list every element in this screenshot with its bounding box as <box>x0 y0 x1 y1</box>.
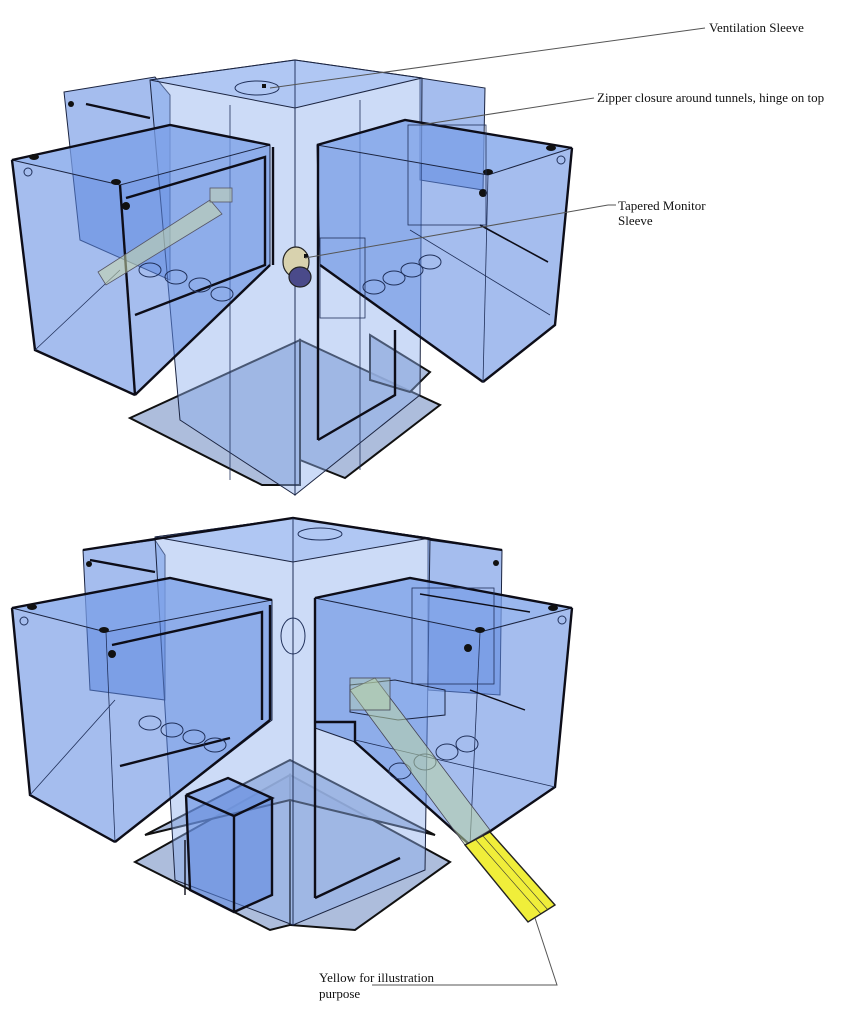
corner-hole <box>557 615 567 625</box>
bolt-icon <box>493 560 499 566</box>
vent-marker <box>262 84 266 88</box>
central-tower-top <box>149 59 423 109</box>
corner-hole <box>23 167 33 177</box>
monitor-port-outline <box>280 617 306 655</box>
floor-flap-back-right <box>369 333 432 394</box>
bolt-icon <box>68 101 74 107</box>
leader-tapered <box>304 204 609 259</box>
label-yellow-line1: Yellow for illustration <box>319 970 434 985</box>
bolt-icon <box>99 627 109 633</box>
bolt-icon <box>27 604 37 610</box>
bolt-icon <box>546 145 556 151</box>
leader-zipper <box>419 97 595 126</box>
bolt-icon <box>108 650 116 658</box>
bottom-view <box>10 516 574 986</box>
leader-ventilation <box>269 27 706 89</box>
label-tapered-monitor-line1: Tapered Monitor <box>618 198 706 213</box>
label-tapered-monitor-line2: Sleeve <box>618 213 653 228</box>
top-view <box>10 27 706 497</box>
ventilation-sleeve-opening <box>234 80 280 96</box>
bolt-icon <box>122 202 130 210</box>
bolt-icon <box>111 179 121 185</box>
yellow-tunnel <box>463 831 557 923</box>
bolt-icon <box>86 561 92 567</box>
bolt-icon <box>479 189 487 197</box>
bolt-icon <box>29 154 39 160</box>
leader-yellow <box>372 917 558 986</box>
bolt-icon <box>548 605 558 611</box>
label-zipper-closure: Zipper closure around tunnels, hinge on … <box>597 90 825 105</box>
illustration-tunnel <box>349 677 557 923</box>
glove-ports-left <box>138 262 234 302</box>
ghost-tunnel <box>97 199 223 286</box>
bolt-icon <box>464 644 472 652</box>
glove-ports-right <box>362 254 442 295</box>
inner-box <box>319 237 366 319</box>
bolt-icon <box>475 627 485 633</box>
glove-ports-left <box>138 715 227 753</box>
corner-hole <box>19 616 29 626</box>
label-yellow-line2: purpose <box>319 986 361 1001</box>
floor-flap-left <box>127 338 301 486</box>
ventilation-sleeve-opening <box>297 527 343 541</box>
bolt-icon <box>483 169 493 175</box>
corner-hole <box>556 155 566 165</box>
label-ventilation-sleeve: Ventilation Sleeve <box>709 20 804 35</box>
tapered-monitor-sleeve <box>282 246 312 288</box>
floor-box <box>184 776 275 914</box>
